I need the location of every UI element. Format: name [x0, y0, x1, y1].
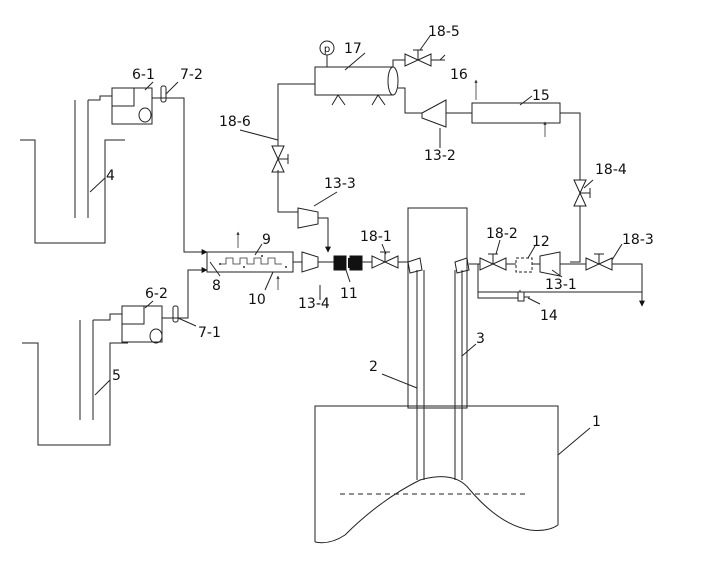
label-18-5: 18-5: [428, 24, 460, 40]
label-7-2: 7-2: [180, 67, 203, 83]
compressor-13-2: [421, 99, 447, 140]
pipe-separator-top: [392, 59, 405, 67]
label-18-1: 18-1: [360, 229, 392, 245]
pump-6-2: [121, 305, 163, 344]
label-3: 3: [476, 331, 485, 347]
sensor-7-1: [172, 305, 179, 323]
wellhead: [407, 207, 468, 409]
leader-lines: [89, 35, 623, 456]
tank-5: [22, 320, 128, 446]
valve-18-6: [271, 145, 289, 173]
label-11: 11: [340, 286, 358, 302]
compressor-13-1: [539, 251, 561, 277]
tubing-3: [454, 257, 470, 480]
label-10: 10: [248, 292, 266, 308]
pipe-184-down: [570, 206, 581, 263]
label-17: 17: [344, 41, 362, 57]
pipe-separator-to-186: [277, 83, 315, 146]
label-2: 2: [369, 359, 378, 375]
valve-18-1: [371, 251, 399, 269]
pipe-pump62-to-mixer: [162, 267, 208, 319]
label-4: 4: [106, 168, 115, 184]
filter-12: [515, 257, 533, 273]
separator-17: p: [314, 40, 399, 106]
label-8: 8: [212, 278, 221, 294]
label-1: 1: [592, 414, 601, 430]
label-9: 9: [262, 232, 271, 248]
label-15: 15: [532, 88, 550, 104]
heater-11: [333, 255, 363, 271]
pipe-183-outlet: [612, 263, 645, 307]
labels: 1 2 3 4 5 6-1 7-2 6-2 7-1 8 9 10 11 12 1…: [106, 24, 654, 430]
pipe-186-to-1333: [277, 170, 298, 213]
pipe-separator-to-132: [398, 87, 422, 114]
label-16: 16: [450, 67, 468, 83]
pipe-tank4-suction: [88, 95, 112, 101]
pipe-15-to-184: [560, 112, 581, 180]
pipe-pump61-to-mixer: [152, 97, 208, 255]
label-6-2: 6-2: [145, 286, 168, 302]
label-18-2: 18-2: [486, 226, 518, 242]
pipe-1363-to-heater: [318, 217, 331, 253]
label-18-6: 18-6: [219, 114, 251, 130]
label-18-3: 18-3: [622, 232, 654, 248]
valve-18-3: [585, 253, 613, 271]
pump-6-1: [111, 87, 153, 125]
valve-18-4: [573, 179, 591, 207]
tank-4: [20, 100, 125, 244]
heat-exchanger-9: [206, 251, 294, 273]
compressor-13-3: [297, 207, 319, 229]
label-5: 5: [112, 368, 121, 384]
pipe-tank5-suction: [93, 313, 122, 321]
valve-18-2: [479, 253, 507, 271]
compressor-13-4: [301, 251, 321, 300]
tubing-2: [407, 257, 425, 480]
sensor-7-2: [160, 85, 167, 103]
label-18-4: 18-4: [595, 162, 627, 178]
valve-18-5: [404, 49, 432, 67]
heat-exchanger-15: [471, 102, 561, 124]
pipe-outlet-to-182: [469, 263, 521, 299]
label-14: 14: [540, 308, 558, 324]
label-12: 12: [532, 234, 550, 250]
label-13-4: 13-4: [298, 296, 330, 312]
label-13-1: 13-1: [545, 277, 577, 293]
pressure-gauge-symbol: p: [324, 44, 330, 55]
reservoir-1: [314, 405, 559, 544]
flowmeter-14: [517, 291, 530, 302]
label-6-1: 6-1: [132, 67, 155, 83]
label-7-1: 7-1: [198, 325, 221, 341]
label-13-3: 13-3: [324, 176, 356, 192]
label-13-2: 13-2: [424, 148, 456, 164]
